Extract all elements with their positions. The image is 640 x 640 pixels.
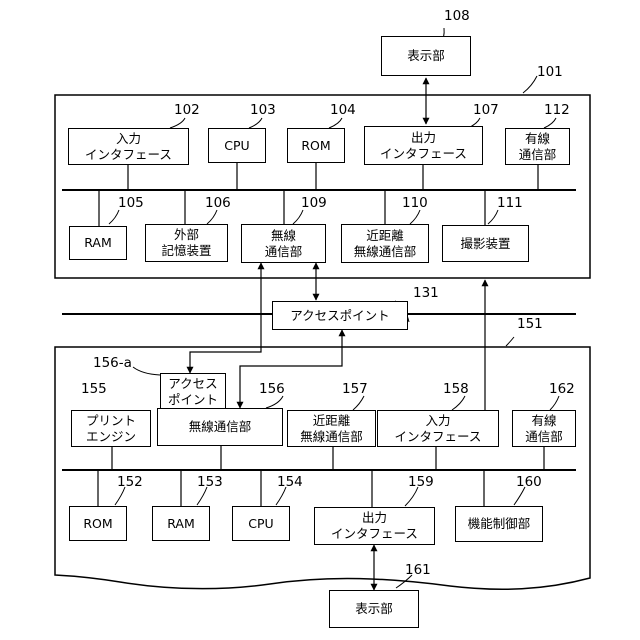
ram-block-105: RAM	[69, 226, 127, 260]
rom-block-104: ROM	[287, 128, 345, 163]
ref-110: 110	[402, 197, 428, 211]
cpu-block-103: CPU	[208, 128, 266, 163]
line: ROM	[83, 516, 112, 532]
access-point-131-label: アクセスポイント	[290, 308, 389, 324]
ref-131: 131	[413, 287, 439, 301]
access-point-131-box: アクセスポイント	[272, 301, 408, 330]
line: 有線	[525, 131, 550, 147]
line: インタフェース	[331, 526, 418, 542]
line: RAM	[167, 516, 195, 532]
function-control-block-160: 機能制御部	[455, 506, 543, 542]
line: 機能制御部	[468, 516, 531, 532]
line: 撮影装置	[460, 236, 510, 252]
ref-153: 153	[197, 476, 223, 490]
line: 出力	[362, 510, 387, 526]
ref-151: 151	[517, 318, 543, 332]
line: 出力	[411, 130, 436, 146]
ref-104: 104	[330, 104, 356, 118]
ref-154: 154	[277, 476, 303, 490]
access-point-156a-box: アクセス ポイント	[160, 373, 226, 410]
ref-105: 105	[118, 197, 144, 211]
ref-158: 158	[443, 383, 469, 397]
wired-comm-block-162: 有線 通信部	[512, 410, 576, 447]
line: インタフェース	[380, 146, 467, 162]
wired-comm-block-112: 有線 通信部	[505, 128, 570, 165]
ref-103: 103	[250, 104, 276, 118]
line: 無線	[271, 228, 296, 244]
line: 記憶装置	[161, 243, 211, 259]
line: 無線通信部	[300, 429, 363, 445]
line: 外部	[174, 227, 199, 243]
display-161-label: 表示部	[355, 601, 393, 617]
output-interface-block-159: 出力 インタフェース	[314, 507, 435, 545]
line: 無線通信部	[189, 419, 252, 435]
line: エンジン	[86, 429, 136, 445]
line: 近距離	[366, 228, 404, 244]
line: CPU	[248, 516, 273, 532]
wireless-comm-block-109: 無線 通信部	[241, 224, 326, 263]
line: 通信部	[519, 147, 557, 163]
ref-162: 162	[549, 383, 575, 397]
nfc-block-110: 近距離 無線通信部	[341, 224, 429, 263]
display-161-box: 表示部	[329, 590, 419, 628]
display-108-box: 表示部	[381, 36, 471, 76]
line: 近距離	[313, 413, 351, 429]
ref-106: 106	[205, 197, 231, 211]
ref-159: 159	[408, 476, 434, 490]
line: CPU	[224, 138, 249, 154]
input-interface-block-158: 入力 インタフェース	[377, 410, 499, 447]
display-108-label: 表示部	[407, 48, 445, 64]
line: 有線	[531, 413, 556, 429]
ref-152: 152	[117, 476, 143, 490]
ref-109: 109	[301, 197, 327, 211]
line: 入力	[425, 413, 450, 429]
line: 通信部	[525, 429, 563, 445]
input-interface-block-102: 入力 インタフェース	[68, 128, 189, 165]
ref-107: 107	[473, 104, 499, 118]
ram-block-153: RAM	[152, 506, 210, 541]
ref-156: 156	[259, 383, 285, 397]
line: RAM	[84, 235, 112, 251]
external-storage-block-106: 外部 記憶装置	[145, 224, 228, 262]
ref-156a: 156-a	[93, 357, 132, 371]
cpu-block-154: CPU	[232, 506, 290, 541]
ref-112: 112	[544, 104, 570, 118]
ref-108: 108	[444, 10, 470, 24]
wireless-comm-block-156: 無線通信部	[157, 408, 283, 446]
ref-101: 101	[537, 66, 563, 80]
ref-161: 161	[405, 564, 431, 578]
camera-block-111: 撮影装置	[442, 225, 529, 262]
ref-157: 157	[342, 383, 368, 397]
line: プリント	[86, 413, 136, 429]
line: インタフェース	[85, 147, 172, 163]
ref-160: 160	[516, 476, 542, 490]
nfc-block-157: 近距離 無線通信部	[287, 410, 376, 447]
output-interface-block-107: 出力 インタフェース	[364, 126, 483, 165]
line: アクセス	[168, 376, 217, 392]
print-engine-block-155: プリント エンジン	[71, 410, 151, 447]
ref-155: 155	[81, 383, 107, 397]
apparatus-151-frame	[55, 347, 590, 589]
rom-block-152: ROM	[69, 506, 127, 541]
line: 入力	[116, 131, 141, 147]
line: ROM	[301, 138, 330, 154]
line: 通信部	[265, 244, 303, 260]
line: インタフェース	[395, 429, 482, 445]
line: ポイント	[168, 392, 218, 408]
ref-102: 102	[174, 104, 200, 118]
ref-111: 111	[497, 197, 523, 211]
line: 無線通信部	[354, 244, 417, 260]
